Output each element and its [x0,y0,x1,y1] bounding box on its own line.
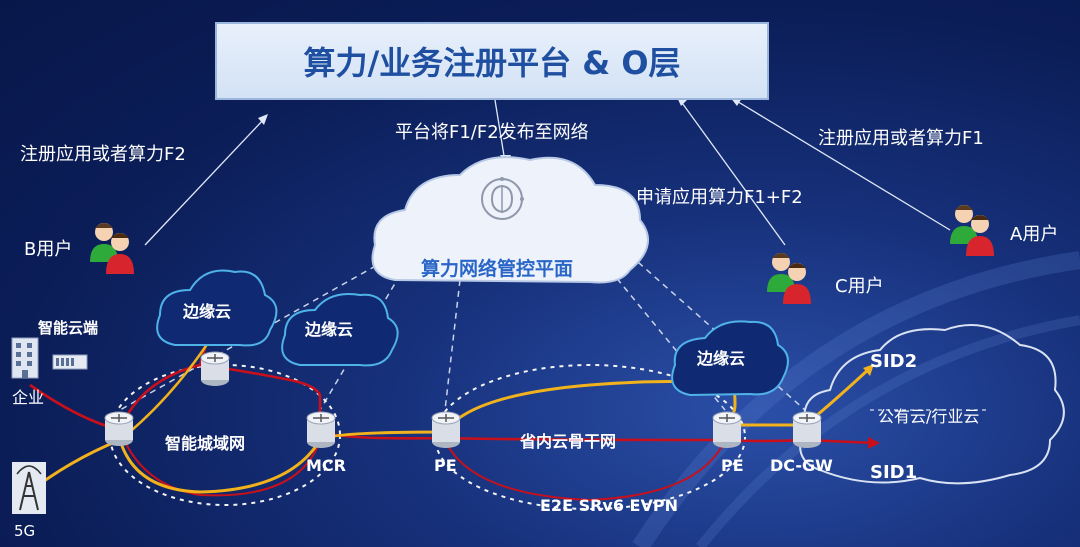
smart-cloud-end-label: 智能云端 [38,319,99,337]
title-platform-box: 算力/业务注册平台 & O层 [215,22,769,100]
arrow-f2-to-title [144,117,266,246]
public-cloud-shape [799,324,1065,485]
user-a-label: A用户 [1010,224,1059,245]
control-cloud-shape [371,156,649,284]
ctrl-dash-pe2 [609,269,726,411]
5g-label: 5G [14,522,36,540]
pe-1-label: PE [434,456,457,475]
publish-label: 平台将F1/F2发布至网络 [395,122,589,143]
pe-2-label: PE [721,456,744,475]
red-path-metro-bottom [119,429,321,497]
control-plane-label: 算力网络管控平面 [421,258,574,280]
edge-cloud-1-shape [156,269,278,347]
apply-label: 申请应用算力F1+F2 [636,187,803,208]
mcr-label: MCR [306,456,346,475]
router-pe1-icon [431,411,461,448]
sid2-label: SID2 [870,351,918,372]
router-dcgw-icon [792,411,822,448]
edge-cloud-1-label: 边缘云 [183,302,232,321]
user-c-label: C用户 [835,276,884,297]
router-edge-icon [200,351,230,386]
red-path-backbone-bottom [444,439,726,502]
ctrl-dash-dcgw [629,254,806,411]
cell-tower-icon [12,462,46,514]
edge-cloud-2-shape [281,293,399,367]
e2e-srv6-evpn-label: E2E SRv6 EVPN [540,496,678,515]
register-f1-label: 注册应用或者算力F1 [818,128,984,149]
dc-gw-label: DC-GW [770,456,833,475]
router-pe2-icon [712,411,742,448]
edge-cloud-3-shape [671,320,789,397]
arrow-c-to-title [679,99,786,246]
red-arrowhead [868,437,880,449]
decorative-swirl-2 [696,315,1080,547]
arrow-title-to-cloud [494,99,506,163]
router-metro-icon [104,411,134,446]
sid1-label: SID1 [870,462,918,483]
edge-cloud-2-label: 边缘云 [305,320,354,339]
decorative-swirl [632,251,1080,547]
yellow-arrowhead [863,364,874,376]
user-a-icon [950,205,994,256]
public-cloud-label: 公有云/行业云 [878,407,980,426]
enterprise-label: 企业 [12,388,45,407]
backbone-ring [434,364,746,510]
register-f2-label: 注册应用或者算力F2 [20,144,186,165]
metro-network-label: 智能城域网 [165,434,246,453]
building-icon [11,337,39,379]
backbone-network-label: 省内云骨干网 [520,432,617,451]
brain-gear-icon [481,177,524,220]
title-text: 算力/业务注册平台 & O层 [303,44,681,82]
router-mcr-icon [306,411,336,448]
server-icon [52,354,88,370]
arrow-a-to-title [734,99,951,231]
edge-cloud-3-label: 边缘云 [697,349,746,368]
user-c-icon [767,253,811,304]
user-b-icon [90,223,134,274]
arrowhead-f2 [258,114,268,125]
ctrl-dash-pe1 [444,279,461,411]
user-b-label: B用户 [24,239,73,260]
